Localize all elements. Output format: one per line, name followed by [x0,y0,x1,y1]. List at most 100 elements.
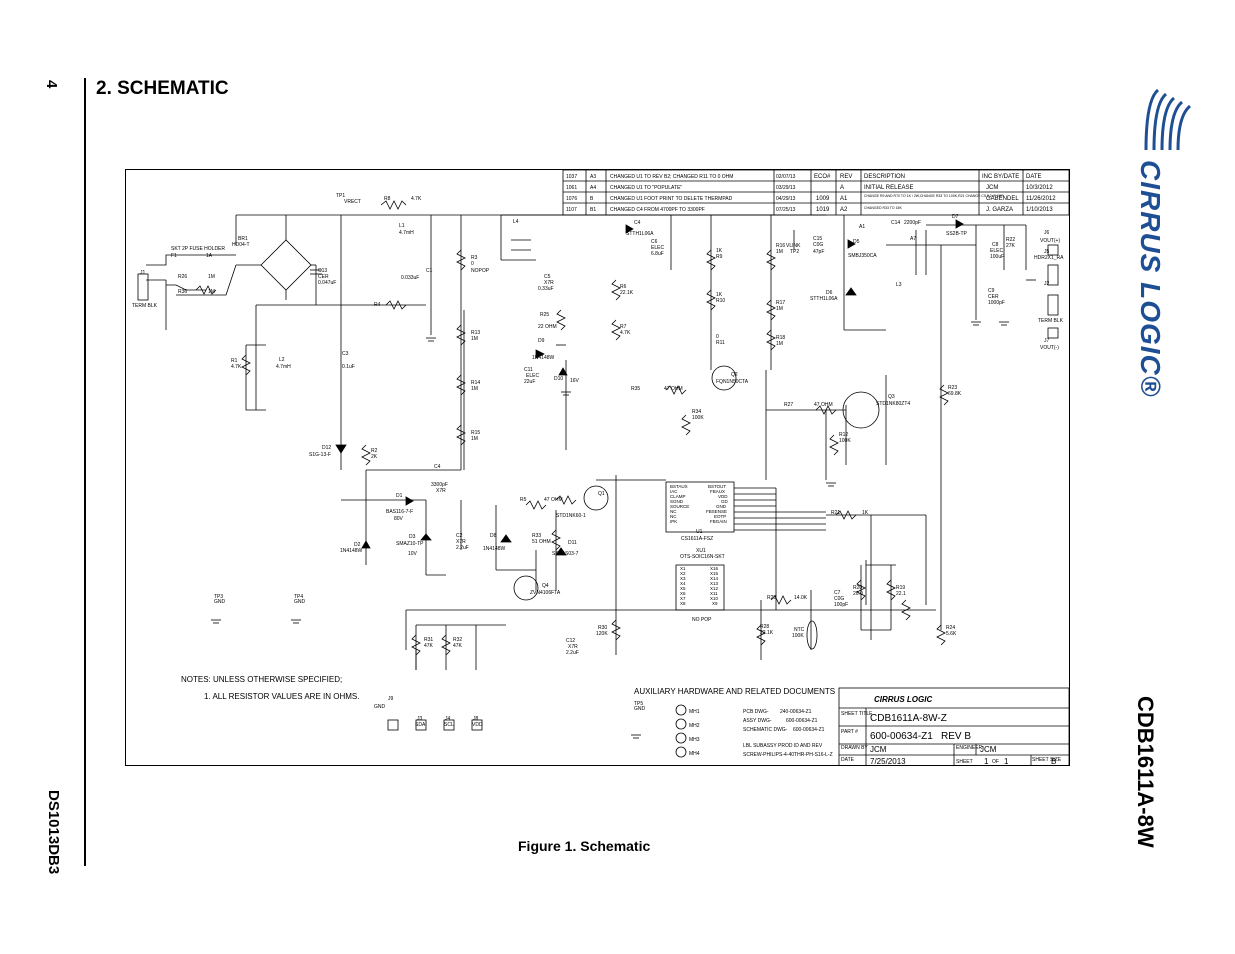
tb-part: 600-00634-Z1 [870,731,933,742]
label-c8v: ELEC [990,248,1003,254]
label-r29: R29 [767,595,776,601]
label-r29v: 14.0K [794,595,808,601]
page-number: 4 [43,80,60,89]
rev-row1-eco: 1037 [566,174,577,180]
label-c4v2: X7R [436,488,446,494]
xu1-pin-x7: X7 [680,596,686,601]
u1-pin-nc2: NC [670,514,677,519]
rev2-row2-desc: CHANGE R9 AND R70 TO 1K / 2W,CHANGE R33 … [864,194,1004,198]
schematic-frame: 1037 A3 CHANGED U1 TO REV B2; CHANGED R1… [125,169,1070,768]
u1-pin-source: SOURCE [670,504,689,509]
xu1-pin-x4: X4 [680,581,686,586]
rev-row4-rev: B1 [590,207,596,213]
rev-row2-date: 03/29/13 [776,185,796,191]
label-c2v2: 2.2uF [456,545,469,551]
aux-doc-pcb-label: PCB DWG- [743,709,769,715]
label-d6: D6 [826,290,833,296]
rev2-row3-eco: 1019 [816,207,830,213]
rev-row4-date: 07/25/13 [776,207,796,213]
label-r22v: 27K [1006,243,1016,249]
label-c15v: C0G [813,242,823,248]
label-c9: C9 [988,288,995,294]
label-r27: R27 [784,402,793,408]
xu1-pin-x13: X13 [710,581,719,586]
label-d1v2: 80V [394,516,404,522]
label-c9v2: 1000pF [988,300,1005,306]
label-r15v: 1M [471,436,478,442]
doc-id: DS1013DB3 [45,790,62,875]
label-r5v: 47 OHM [544,497,563,503]
label-j8: J8 [473,716,479,722]
label-tp4: TP4 [294,594,303,600]
label-skt: SKT 2P FUSE HOLDER [171,246,225,252]
label-c3v: 0.1uF [342,364,355,370]
label-r6: R6 [620,284,627,290]
label-l3: L3 [896,282,902,288]
label-c12v2: 2.2uF [566,650,579,656]
label-r25: R25 [540,312,549,318]
label-d10v: 16V [570,378,580,384]
aux-mh4: MH4 [689,751,700,757]
label-q2v: FQN1N50CTA [716,379,749,385]
aux-doc-assy-label: ASSY DWG- [743,718,772,724]
label-c5v: X7R [544,280,554,286]
xu1-pin-x15: X15 [710,571,719,576]
label-r20: R20 [853,585,862,591]
label-r19: R19 [896,585,905,591]
label-r4: R4 [374,302,381,308]
notes-item-1: 1. ALL RESISTOR VALUES ARE IN OHMS. [204,692,359,701]
label-q3: Q3 [888,394,895,400]
label-termblk-j1: TERM BLK [132,303,158,309]
label-r18: R18 [776,335,785,341]
label-scl: SCL [444,722,454,728]
label-r21: R21 [831,510,840,516]
label-c1: C1 [426,268,433,274]
label-tp1: TP1 [336,193,345,199]
xu1-pin-x11: X11 [710,591,718,596]
u1-pin-eotp: EOTP [714,514,726,519]
label-ntcv: 100K [792,633,804,639]
rev-row2-eco: 1061 [566,185,577,191]
label-l2: L2 [279,357,285,363]
label-r12v: 100K [839,438,851,444]
label-d3v: SMAZ10-TP [396,541,424,547]
tb-sheet: 1 [984,757,989,765]
label-d3v2: 10V [408,551,418,557]
rev2-row3-date: 1/10/2013 [1026,207,1053,213]
label-r8: R8 [384,196,391,202]
label-j5v: HDR2X1_RA [1034,255,1064,261]
label-d7v: SS2B-TP [946,231,968,237]
label-d9v: 1N4148W [532,355,555,361]
label-r1: R1 [231,358,238,364]
label-c5: C5 [544,274,551,280]
label-c11v2: 22uF [524,379,535,385]
cirrus-logo [1138,80,1198,370]
section-title: 2. SCHEMATIC [96,78,229,99]
rev-row3-desc: CHANGED U1 FOOT PRINT TO DELETE THERMPAD [610,196,733,202]
u1-pin-nc1: NC [670,509,677,514]
rev-header-desc: DESCRIPTION [864,174,905,180]
label-r13v: 1M [471,336,478,342]
tb-date-label: DATE [841,757,855,763]
tb-of: 1 [1004,757,1009,765]
label-r8v: 4.7K [411,196,422,202]
label-r34: R34 [692,409,701,415]
label-q1: Q1 [598,491,605,497]
label-r12: R12 [839,432,848,438]
aux-mh2: MH2 [689,723,700,729]
label-c4bv: STTH1L06A [626,231,654,237]
label-q4: Q4 [542,583,549,589]
label-l4: L4 [513,219,519,225]
label-j6v: VOUT(+) [1040,238,1060,244]
label-j7: J7 [1044,338,1050,344]
label-d9: D9 [538,338,545,344]
u1-pin-fbsense: FBSENSE [706,509,727,514]
u1-pin-sgnd: SGND [670,499,684,504]
label-d2: D2 [354,542,361,548]
label-nopop: NO POP [692,617,712,623]
label-c2: C2 [456,533,463,539]
label-q1v: STD1NK60-1 [556,513,586,519]
rev-row1-rev: A3 [590,174,596,180]
label-c3: C3 [342,351,349,357]
tb-sheet-title-label: SHEET TITLE [841,711,873,717]
